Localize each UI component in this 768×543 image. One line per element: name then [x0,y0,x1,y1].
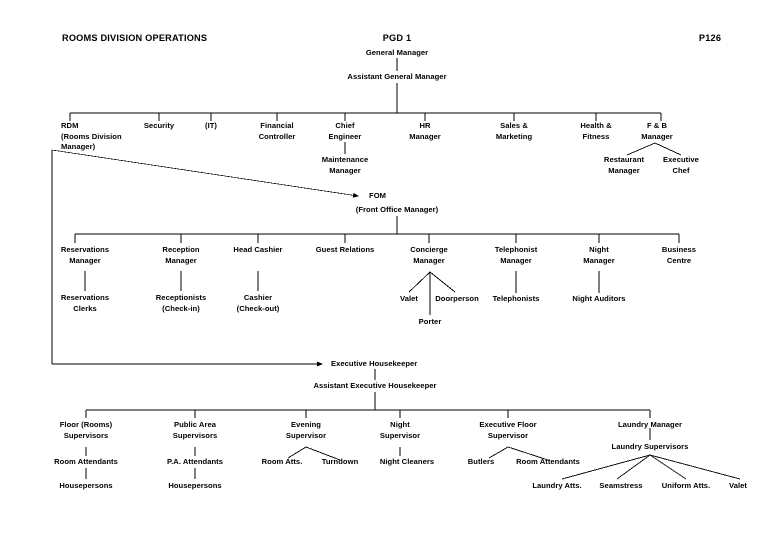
node-night-auditors[interactable]: Night Auditors [572,294,626,303]
node-head-cashier[interactable]: Head Cashier [233,245,283,254]
node-room-atts-evening[interactable]: Room Atts. [261,457,303,466]
node-reception-manager[interactable]: Reception Manager [162,245,200,265]
node-night-manager[interactable]: Night Manager [583,245,615,265]
node-doorperson[interactable]: Doorperson [435,294,479,303]
node-night-cleaners[interactable]: Night Cleaners [379,457,435,466]
node-uniform-atts[interactable]: Uniform Atts. [661,481,711,490]
node-executive-floor-supervisor[interactable]: Executive Floor Supervisor [479,420,537,440]
node-it[interactable]: (IT) [204,121,218,130]
node-concierge-manager[interactable]: Concierge Manager [410,245,448,265]
node-turndown[interactable]: Turndown [321,457,359,466]
node-sales-marketing[interactable]: Sales & Marketing [495,121,533,141]
node-evening-supervisor[interactable]: Evening Supervisor [285,420,327,440]
node-maintenance-manager[interactable]: Maintenance Manager [321,155,369,175]
node-guest-relations[interactable]: Guest Relations [315,245,375,254]
node-laundry-atts[interactable]: Laundry Atts. [532,481,582,490]
node-fom[interactable]: FOM [369,191,387,200]
page-title: ROOMS DIVISION OPERATIONS [62,33,208,43]
node-butlers[interactable]: Butlers [467,457,495,466]
node-assistant-general-manager[interactable]: Assistant General Manager [347,72,447,81]
node-general-manager[interactable]: General Manager [365,48,429,57]
page-code-right: P126 [698,33,722,43]
node-telephonists[interactable]: Telephonists [492,294,540,303]
node-night-supervisor[interactable]: Night Supervisor [379,420,421,440]
node-laundry-supervisors[interactable]: Laundry Supervisors [611,442,689,451]
node-porter[interactable]: Porter [418,317,442,326]
node-valet-laundry[interactable]: Valet [729,481,747,490]
node-valet-concierge[interactable]: Valet [400,294,418,303]
node-housepersons-public-area[interactable]: Housepersons [168,481,222,490]
node-cashier[interactable]: Cashier (Check-out) [236,293,280,313]
node-rdm[interactable]: RDM (Rooms Division Manager) [61,121,122,151]
node-reservations-clerks[interactable]: Reservations Clerks [60,293,110,313]
node-floor-rooms-supervisors[interactable]: Floor (Rooms) Supervisors [59,420,113,440]
node-restaurant-manager[interactable]: Restaurant Manager [603,155,645,175]
node-reservations-manager[interactable]: Reservations Manager [60,245,110,265]
node-executive-housekeeper[interactable]: Executive Housekeeper [331,359,418,368]
node-business-centre[interactable]: Business Centre [661,245,697,265]
node-room-attendants-floor[interactable]: Room Attendants [54,457,118,466]
node-fnb-manager[interactable]: F & B Manager [641,121,673,141]
node-receptionists[interactable]: Receptionists (Check-in) [155,293,207,313]
node-security[interactable]: Security [143,121,175,130]
node-housepersons-floor[interactable]: Housepersons [59,481,113,490]
node-pa-attendants[interactable]: P.A. Attendants [166,457,224,466]
node-health-fitness[interactable]: Health & Fitness [580,121,612,141]
node-chief-engineer[interactable]: Chief Engineer [328,121,362,141]
node-hr-manager[interactable]: HR Manager [409,121,441,141]
node-public-area-supervisors[interactable]: Public Area Supervisors [172,420,218,440]
node-telephonist-manager[interactable]: Telephonist Manager [494,245,538,265]
node-fom-subtitle: (Front Office Manager) [355,205,439,214]
page-code-center: PGD 1 [382,33,412,43]
node-seamstress[interactable]: Seamstress [599,481,643,490]
node-executive-chef[interactable]: Executive Chef [663,155,699,175]
node-assistant-executive-housekeeper[interactable]: Assistant Executive Housekeeper [313,381,437,390]
node-room-attendants-exec-floor[interactable]: Room Attendants [516,457,580,466]
node-laundry-manager[interactable]: Laundry Manager [617,420,683,429]
node-financial-controller[interactable]: Financial Controller [258,121,296,141]
